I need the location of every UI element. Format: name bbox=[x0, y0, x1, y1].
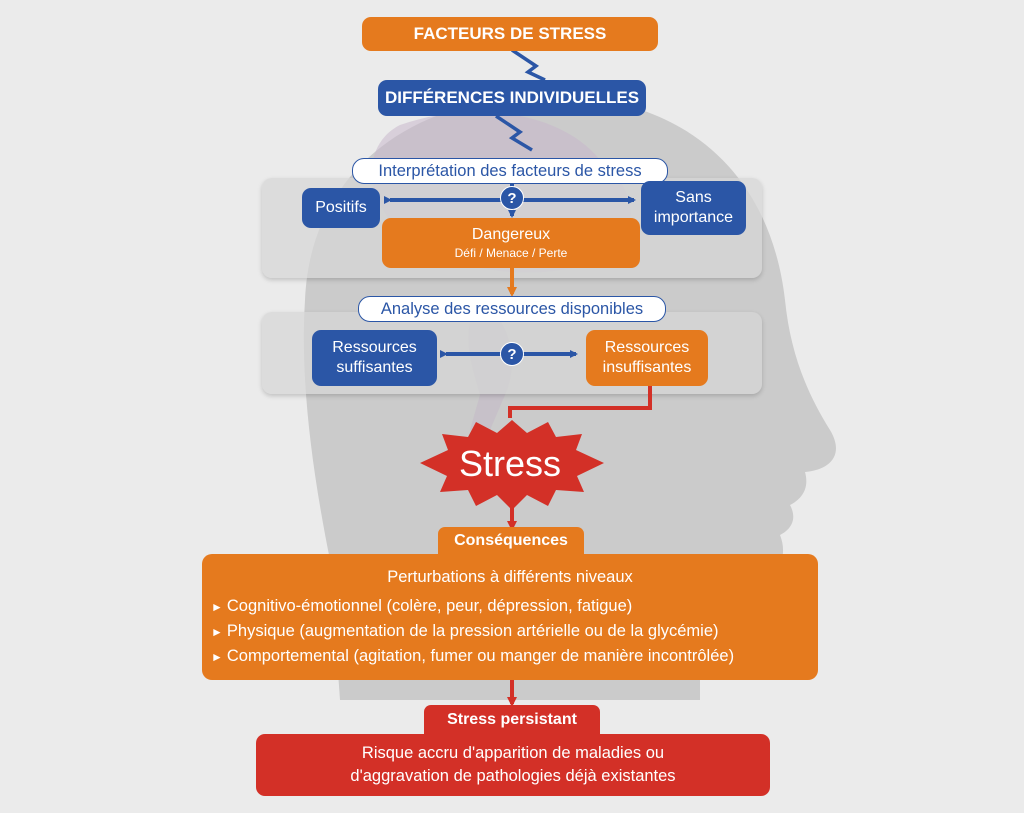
bullet-icon: ► bbox=[211, 625, 223, 639]
lightning-connector-2 bbox=[495, 114, 533, 152]
stress-label: Stress bbox=[458, 443, 562, 484]
risk-line2: d'aggravation de pathologies déjà exista… bbox=[350, 767, 676, 785]
irrelevant-line1: Sans bbox=[675, 189, 712, 206]
risk-line1: Risque accru d'apparition de maladies ou bbox=[361, 744, 665, 762]
disturbance-text: Cognitivo-émotionnel (colère, peur, dépr… bbox=[226, 597, 633, 615]
disturbances-list: ►Cognitivo-émotionnel (colère, peur, dép… bbox=[202, 594, 818, 669]
irrelevant-box: Sans importance bbox=[641, 181, 746, 235]
consequences-label: Conséquences bbox=[438, 527, 584, 555]
question-mark-1: ? bbox=[500, 186, 524, 210]
sufficient-line2: suffisantes bbox=[336, 359, 413, 376]
insufficient-line2: insuffisantes bbox=[602, 359, 692, 376]
list-item: ►Cognitivo-émotionnel (colère, peur, dép… bbox=[211, 594, 818, 619]
list-item: ►Comportemental (agitation, fumer ou man… bbox=[211, 644, 818, 669]
positive-box: Positifs bbox=[302, 188, 380, 228]
lightning-connector-1 bbox=[511, 48, 546, 82]
stressors-box: FACTEURS DE STRESS bbox=[362, 17, 658, 51]
disturbances-box: Perturbations à différents niveaux ►Cogn… bbox=[202, 554, 818, 680]
disturbance-text: Comportemental (agitation, fumer ou mang… bbox=[226, 647, 735, 665]
disturbance-text: Physique (augmentation de la pression ar… bbox=[226, 622, 719, 640]
interpretation-label: Interprétation des facteurs de stress bbox=[352, 158, 668, 184]
insufficient-line1: Ressources bbox=[604, 339, 690, 356]
sufficient-line1: Ressources bbox=[332, 339, 417, 356]
disturbances-title: Perturbations à différents niveaux bbox=[387, 568, 633, 586]
dangerous-sublabel: Défi / Menace / Perte bbox=[454, 246, 568, 260]
individual-differences-box: DIFFÉRENCES INDIVIDUELLES bbox=[378, 80, 646, 116]
resources-analysis-label: Analyse des ressources disponibles bbox=[358, 296, 666, 322]
bullet-icon: ► bbox=[211, 650, 223, 664]
persistent-stress-label: Stress persistant bbox=[424, 705, 600, 735]
question-mark-2: ? bbox=[500, 342, 524, 366]
stress-burst bbox=[420, 420, 604, 510]
dangerous-label: Dangereux bbox=[471, 226, 551, 243]
irrelevant-line2: importance bbox=[653, 209, 734, 226]
dangerous-box: Dangereux Défi / Menace / Perte bbox=[382, 218, 640, 268]
risk-box: Risque accru d'apparition de maladies ou… bbox=[256, 734, 770, 796]
bullet-icon: ► bbox=[211, 600, 223, 614]
insufficient-resources-box: Ressources insuffisantes bbox=[586, 330, 708, 386]
sufficient-resources-box: Ressources suffisantes bbox=[312, 330, 437, 386]
list-item: ►Physique (augmentation de la pression a… bbox=[211, 619, 818, 644]
